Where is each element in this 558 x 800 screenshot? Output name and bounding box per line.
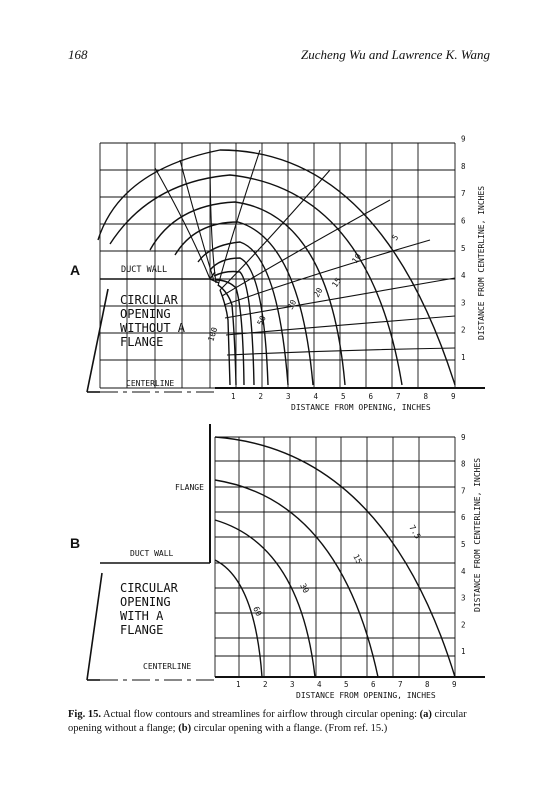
a-y-tick-7: 7 [461, 189, 466, 198]
b-y-tick-4: 4 [461, 567, 466, 576]
a-y-axis-label: DISTANCE FROM CENTERLINE, INCHES [477, 186, 486, 340]
b-y-tick-7: 7 [461, 486, 466, 495]
a-x-tick-3: 3 [286, 392, 291, 401]
b-x-tick-7: 7 [398, 680, 403, 689]
b-y-tick-8: 8 [461, 460, 466, 469]
a-x-tick-8: 8 [424, 392, 429, 401]
b-x-tick-4: 4 [317, 680, 322, 689]
b-flange-label: FLANGE [175, 483, 204, 492]
a-y-tick-9: 9 [461, 135, 466, 144]
b-x-tick-8: 8 [425, 680, 430, 689]
figure-caption: Fig. 15. Actual flow contours and stream… [68, 708, 492, 736]
a-opening-label-1: CIRCULAR [120, 293, 179, 307]
a-contour-label-50: 50 [256, 314, 268, 327]
a-x-tick-4: 4 [314, 392, 319, 401]
a-x-tick-1: 1 [231, 392, 236, 401]
b-x-tick-9: 9 [452, 680, 457, 689]
a-opening-label-2: OPENING [120, 307, 171, 321]
caption-fig-label: Fig. 15. [68, 709, 101, 720]
b-opening-label-4: FLANGE [120, 623, 163, 637]
caption-text-1: Actual flow contours and streamlines for… [100, 709, 420, 720]
b-x-tick-3: 3 [290, 680, 295, 689]
caption-a-label: (a) [419, 709, 432, 720]
a-x-tick-7: 7 [396, 392, 401, 401]
b-x-axis-label: DISTANCE FROM OPENING, INCHES [296, 691, 436, 700]
running-head: Zucheng Wu and Lawrence K. Wang [301, 47, 490, 62]
b-contour-label-15: 15 [351, 553, 364, 566]
b-opening-label-2: OPENING [120, 595, 171, 609]
a-x-tick-2: 2 [259, 392, 264, 401]
a-x-tick-6: 6 [369, 392, 374, 401]
a-x-axis-label: DISTANCE FROM OPENING, INCHES [291, 403, 431, 412]
a-y-tick-3: 3 [461, 298, 466, 307]
a-contour-label-100: 100 [206, 326, 219, 343]
panel-label-a: A [70, 262, 81, 278]
a-centerline-label: CENTERLINE [126, 379, 174, 388]
b-opening-label-3: WITH A [120, 609, 164, 623]
a-contour-label-30: 30 [286, 298, 299, 311]
a-contour-label-5: 5 [390, 233, 400, 242]
a-y-tick-4: 4 [461, 271, 466, 280]
b-y-axis-label: DISTANCE FROM CENTERLINE, INCHES [473, 458, 482, 612]
a-contour-label-10: 10 [350, 252, 363, 265]
b-contour-label-30: 30 [298, 582, 310, 595]
a-duct-wall-label: DUCT WALL [121, 265, 167, 275]
b-y-tick-9: 9 [461, 433, 466, 442]
b-x-tick-6: 6 [371, 680, 376, 689]
caption-text-3: circular opening with a flange. (From re… [191, 723, 388, 734]
a-y-tick-2: 2 [461, 326, 466, 335]
a-opening-label-3: WITHOUT A [120, 321, 186, 335]
a-contour-label-15: 15 [330, 276, 343, 289]
b-x-tick-2: 2 [263, 680, 268, 689]
b-y-tick-2: 2 [461, 620, 466, 629]
b-opening-label-1: CIRCULAR [120, 581, 179, 595]
caption-text-2: circular opening without a flange; [68, 709, 467, 734]
b-x-tick-1: 1 [236, 680, 241, 689]
panel-label-b: B [70, 535, 81, 551]
a-y-tick-5: 5 [461, 244, 466, 253]
b-centerline-label: CENTERLINE [143, 662, 191, 671]
a-x-tick-5: 5 [341, 392, 346, 401]
b-y-tick-3: 3 [461, 594, 466, 603]
b-contour-label-60: 60 [251, 605, 263, 618]
a-opening-label-4: FLANGE [120, 335, 163, 349]
b-duct-wall-label: DUCT WALL [130, 549, 174, 558]
b-y-tick-1: 1 [461, 647, 466, 656]
figure-a [86, 142, 485, 393]
a-x-tick-9: 9 [451, 392, 456, 401]
b-contour-label-7-5: 7.5 [407, 524, 422, 541]
a-contour-label-20: 20 [312, 286, 325, 299]
b-y-tick-6: 6 [461, 513, 466, 522]
b-y-tick-5: 5 [461, 540, 466, 549]
b-x-tick-5: 5 [344, 680, 349, 689]
a-y-tick-6: 6 [461, 217, 466, 226]
a-y-tick-8: 8 [461, 162, 466, 171]
caption-b-label: (b) [178, 723, 192, 734]
figure-b [86, 424, 485, 681]
page-number: 168 [68, 47, 88, 62]
a-y-tick-1: 1 [461, 353, 466, 362]
